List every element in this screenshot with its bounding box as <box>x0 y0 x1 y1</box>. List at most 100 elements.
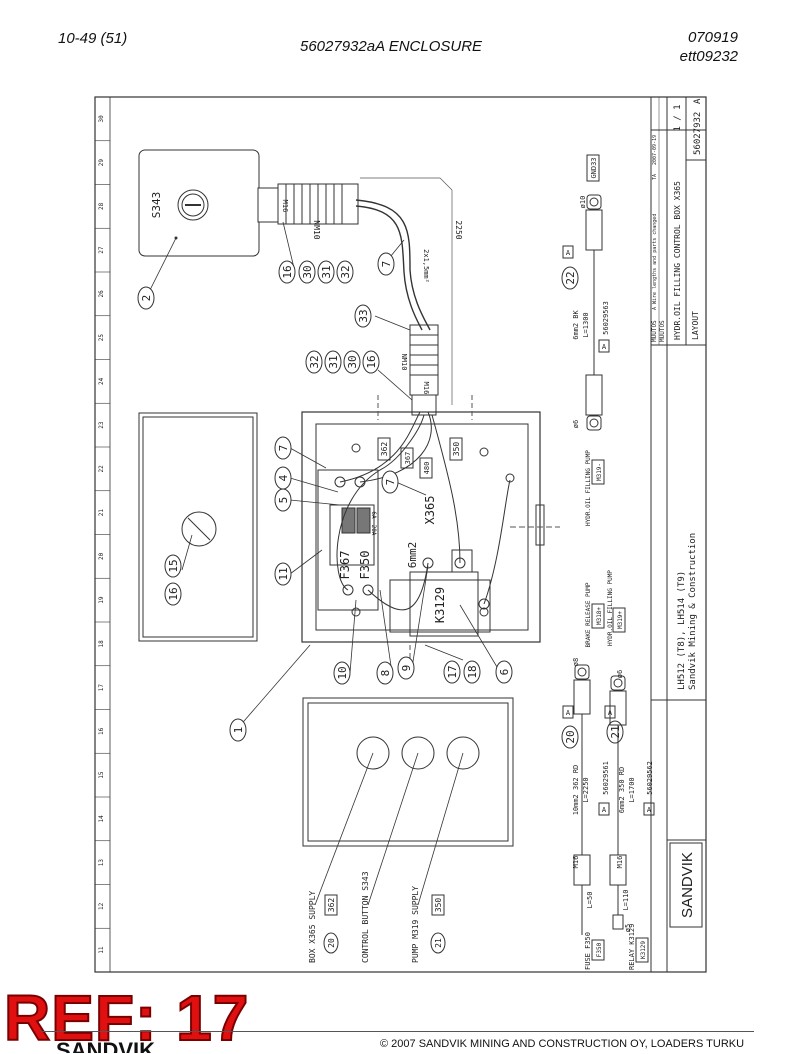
ref-350: 350 <box>452 442 461 457</box>
ruler-number: 22 <box>98 465 105 473</box>
bk-6mm: 6mm2 BK <box>572 309 580 339</box>
ruler-number: 13 <box>98 859 105 867</box>
doc-code: ett09232 <box>679 48 738 65</box>
top-gland: M16 NM10 <box>257 183 359 240</box>
rev-a3: A <box>602 806 607 814</box>
len1300: L=1300 <box>582 312 590 337</box>
hydr-pump-2: HYDR.OIL FILLING PUMP <box>607 570 614 646</box>
phi5: ø5 <box>624 924 632 932</box>
balloon-number: 15 <box>167 559 180 572</box>
tb-title: HYDR.OIL FILLING CONTROL BOX X365 <box>673 181 682 340</box>
balloon-outline <box>274 488 292 512</box>
tb-note: A Wire lengths and parts changed <box>652 214 658 310</box>
f367-label: F367 <box>338 551 352 580</box>
len110: L=110 <box>622 889 630 910</box>
box-supply-label: BOX X365 SUPPLY <box>308 891 317 963</box>
balloon-outline <box>561 725 579 749</box>
rev-a5: A <box>647 806 652 814</box>
balloon-number: 6 <box>498 669 511 676</box>
dim-2250: 2250 <box>454 220 463 239</box>
doc-date: 070919 <box>687 29 738 46</box>
s343-label: S343 <box>150 192 163 219</box>
b21: 21 <box>434 938 443 948</box>
balloon-outline <box>606 720 624 744</box>
ref-362: 362 <box>380 442 389 457</box>
brake-pump: BRAKE RELEASE PUMP <box>585 582 592 647</box>
balloon-outline <box>229 718 247 742</box>
amp-6a: 6A <box>370 511 377 519</box>
ruler-number: 16 <box>98 727 105 735</box>
balloon-number: 8 <box>379 670 392 677</box>
balloon-number: 17 <box>446 665 459 678</box>
pump-supply-label: PUMP M319 SUPPLY <box>411 886 420 963</box>
cable-2x1: 2x1,5mm² <box>422 249 430 283</box>
m16-b: M16 <box>616 856 624 869</box>
b350: 350 <box>434 898 443 913</box>
balloon-number: 30 <box>346 355 359 368</box>
balloon-number: 31 <box>320 265 333 278</box>
wire-6mm2: 6mm2 <box>406 542 419 569</box>
ruler-number: 25 <box>98 334 105 342</box>
ruler-number: 28 <box>98 202 105 210</box>
tb-mod1: MUUTOS <box>651 320 658 342</box>
b362: 362 <box>327 898 336 913</box>
ruler-number: 18 <box>98 640 105 648</box>
tb-date: 2007-09-19 <box>652 135 658 165</box>
ruler-number: 24 <box>98 377 105 385</box>
left-panel <box>138 412 258 642</box>
rev-a2: A <box>566 249 571 257</box>
m16-top: M16 <box>281 200 289 213</box>
tb-layout: LAYOUT <box>691 311 700 340</box>
ref-480: 480 <box>423 462 431 475</box>
ruler-number: 21 <box>98 509 105 517</box>
nm10-mid: NM10 <box>400 354 408 371</box>
ruler-number: 27 <box>98 246 105 254</box>
balloon-number: 22 <box>564 271 577 284</box>
fuse-label: FUSE F350 <box>584 932 592 970</box>
relay-label: RELAY K3129 <box>628 924 636 970</box>
company-caption: Sandvik Mining & Construction <box>688 533 698 690</box>
len50: L=50 <box>586 892 594 909</box>
balloon-outline <box>324 350 342 374</box>
tb-mod2: MUUTOS <box>659 320 666 342</box>
main-enclosure: 6A 20A F367 F350 K3129 6mm2 X365 362 367… <box>301 395 560 665</box>
balloon-number: 16 <box>281 265 294 278</box>
m318: M318+ <box>596 607 603 625</box>
ruler-number: 29 <box>98 159 105 167</box>
ruler-number: 14 <box>98 815 105 823</box>
m16-a: M16 <box>572 856 580 869</box>
balloon-outline <box>381 470 399 494</box>
balloon-outline <box>397 656 415 680</box>
ruler-number: 11 <box>98 946 105 954</box>
balloon-outline <box>561 266 579 290</box>
document-title: 56027932aA ENCLOSURE <box>300 38 483 55</box>
rev-a4: A <box>566 709 571 717</box>
ruler-number: 19 <box>98 596 105 604</box>
balloon-outline <box>298 260 316 284</box>
nm10-top: NM10 <box>312 220 321 239</box>
ruler-number: 12 <box>98 902 105 910</box>
balloon-outline <box>354 304 372 328</box>
footer-copyright: © 2007 SANDVIK MINING AND CONSTRUCTION O… <box>380 1038 745 1050</box>
p56029561: 56029561 <box>602 761 610 795</box>
rd-6mm: 6mm2 350 RD <box>618 767 626 813</box>
tb-number: 56027932 <box>693 112 703 155</box>
ruler-number: 30 <box>98 115 105 123</box>
balloon-outline <box>164 554 182 578</box>
balloon-outline <box>443 660 461 684</box>
ruler-number: 15 <box>98 771 105 779</box>
ruler-number: 26 <box>98 290 105 298</box>
k3129-box: K3129 <box>640 941 647 959</box>
tb-rev: A <box>693 98 703 104</box>
balloon-outline <box>278 260 296 284</box>
balloon-number: 32 <box>339 265 352 278</box>
len1700: L=1700 <box>628 777 636 802</box>
balloon-outline <box>376 661 394 685</box>
balloon-number: 11 <box>277 567 290 580</box>
rd-10mm: 10mm2 362 RD <box>572 765 580 816</box>
balloon-outline <box>333 661 351 685</box>
balloon-number: 33 <box>357 309 370 322</box>
